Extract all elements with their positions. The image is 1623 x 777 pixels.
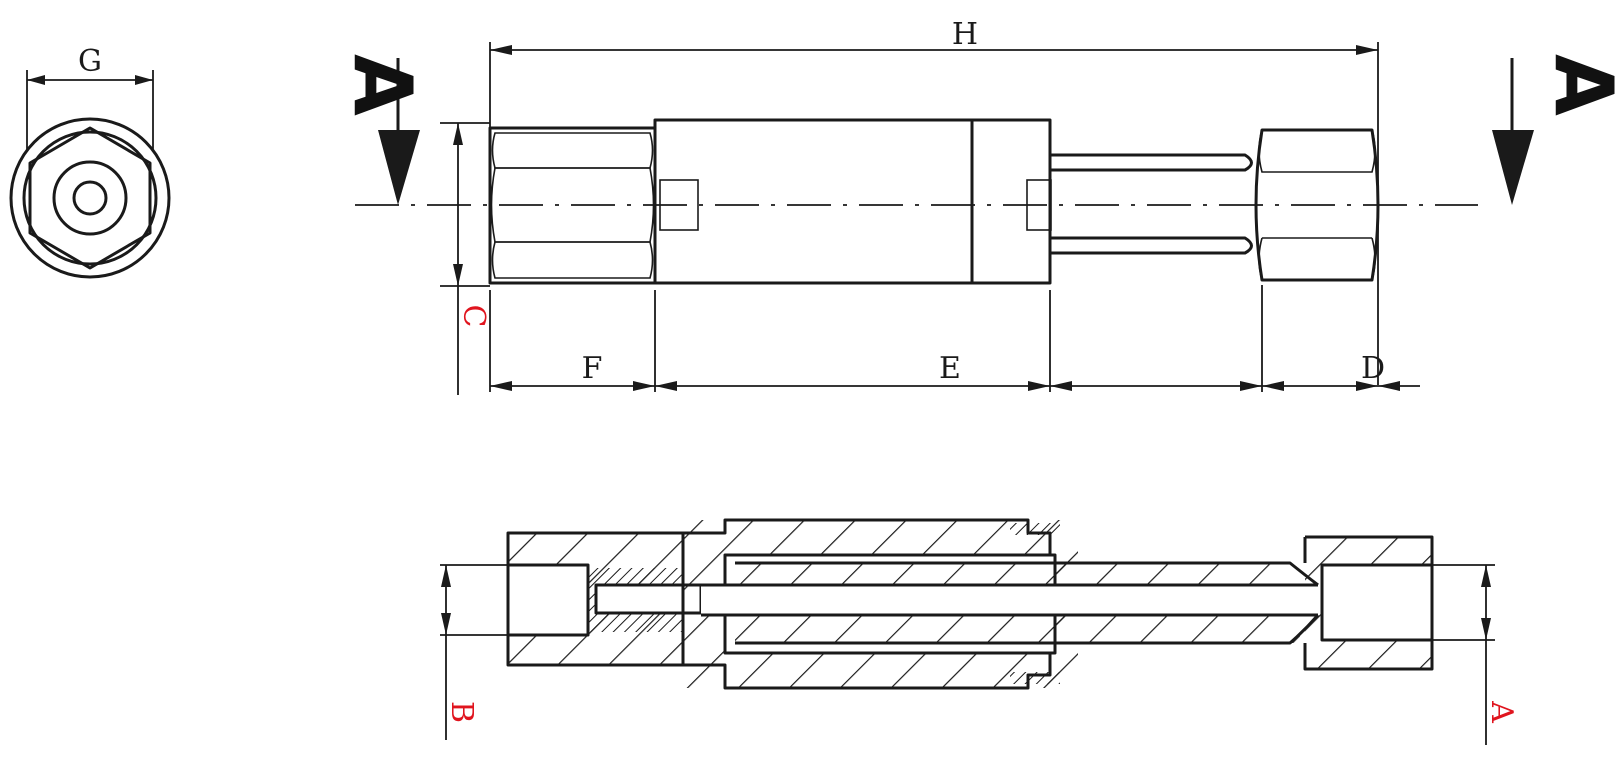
dim-label-f: F <box>582 351 603 386</box>
section-mark-right: A <box>1537 54 1623 116</box>
dim-label-e: E <box>939 351 961 386</box>
section-arrow-right-icon <box>1492 130 1534 205</box>
dim-label-g: G <box>78 44 102 79</box>
end-view: G <box>9 44 171 279</box>
section-arrow-left-icon <box>378 130 420 205</box>
dim-label-c: C <box>456 305 491 328</box>
dim-label-h: H <box>952 17 978 52</box>
port-label-a: A <box>1484 700 1519 723</box>
side-view: H C F E D A A <box>336 17 1623 395</box>
section-mark-left: A <box>336 54 429 116</box>
dim-label-d: D <box>1361 351 1385 386</box>
port-label-b: B <box>444 701 479 723</box>
section-view: B A <box>440 518 1519 745</box>
